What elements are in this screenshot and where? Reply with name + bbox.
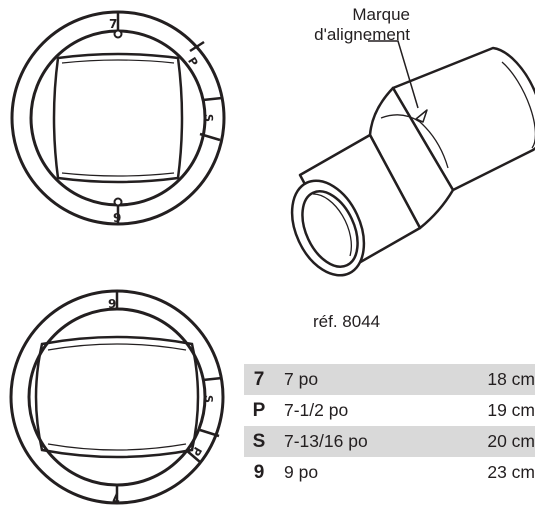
alignment-leader-line [368, 40, 419, 109]
size-code: S [244, 426, 274, 457]
size-cm: 18 cm [455, 364, 535, 395]
sizing-ring-top [10, 10, 226, 226]
ring-bottom-mark-bottom: 7 [112, 490, 120, 504]
size-inches: 7-1/2 po [284, 400, 349, 420]
size-code: P [252, 399, 266, 421]
size-code: 7 [244, 364, 274, 395]
ring-top-mark-bottom: 9 [113, 211, 121, 225]
size-cm: 19 cm [487, 400, 535, 420]
size-inches: 9 po [284, 462, 319, 482]
size-code: 9 [253, 461, 265, 483]
reference-label: réf. 8044 [313, 312, 381, 331]
ring-top-mark-top: 7 [109, 17, 117, 31]
ring-bottom-mark-top: 9 [108, 297, 116, 311]
size-inches: 7-13/16 po [274, 426, 455, 457]
size-inches: 7 po [274, 364, 455, 395]
ring-top-mark-right-2: S [202, 114, 215, 122]
alignment-label-line2: d'alignement [314, 25, 410, 44]
ring-bottom-mark-right-1: S [202, 395, 215, 403]
sizing-ring-bottom [9, 289, 225, 505]
size-row: 9 9 po 23 cm [244, 457, 535, 488]
alignment-mark-label: Marque d'alignement [250, 5, 410, 45]
size-row: P 7-1/2 po 19 cm [244, 395, 535, 426]
size-cm: 20 cm [455, 426, 535, 457]
coupler-part [290, 46, 535, 277]
size-cm: 23 cm [487, 462, 535, 482]
alignment-label-line1: Marque [352, 5, 410, 24]
